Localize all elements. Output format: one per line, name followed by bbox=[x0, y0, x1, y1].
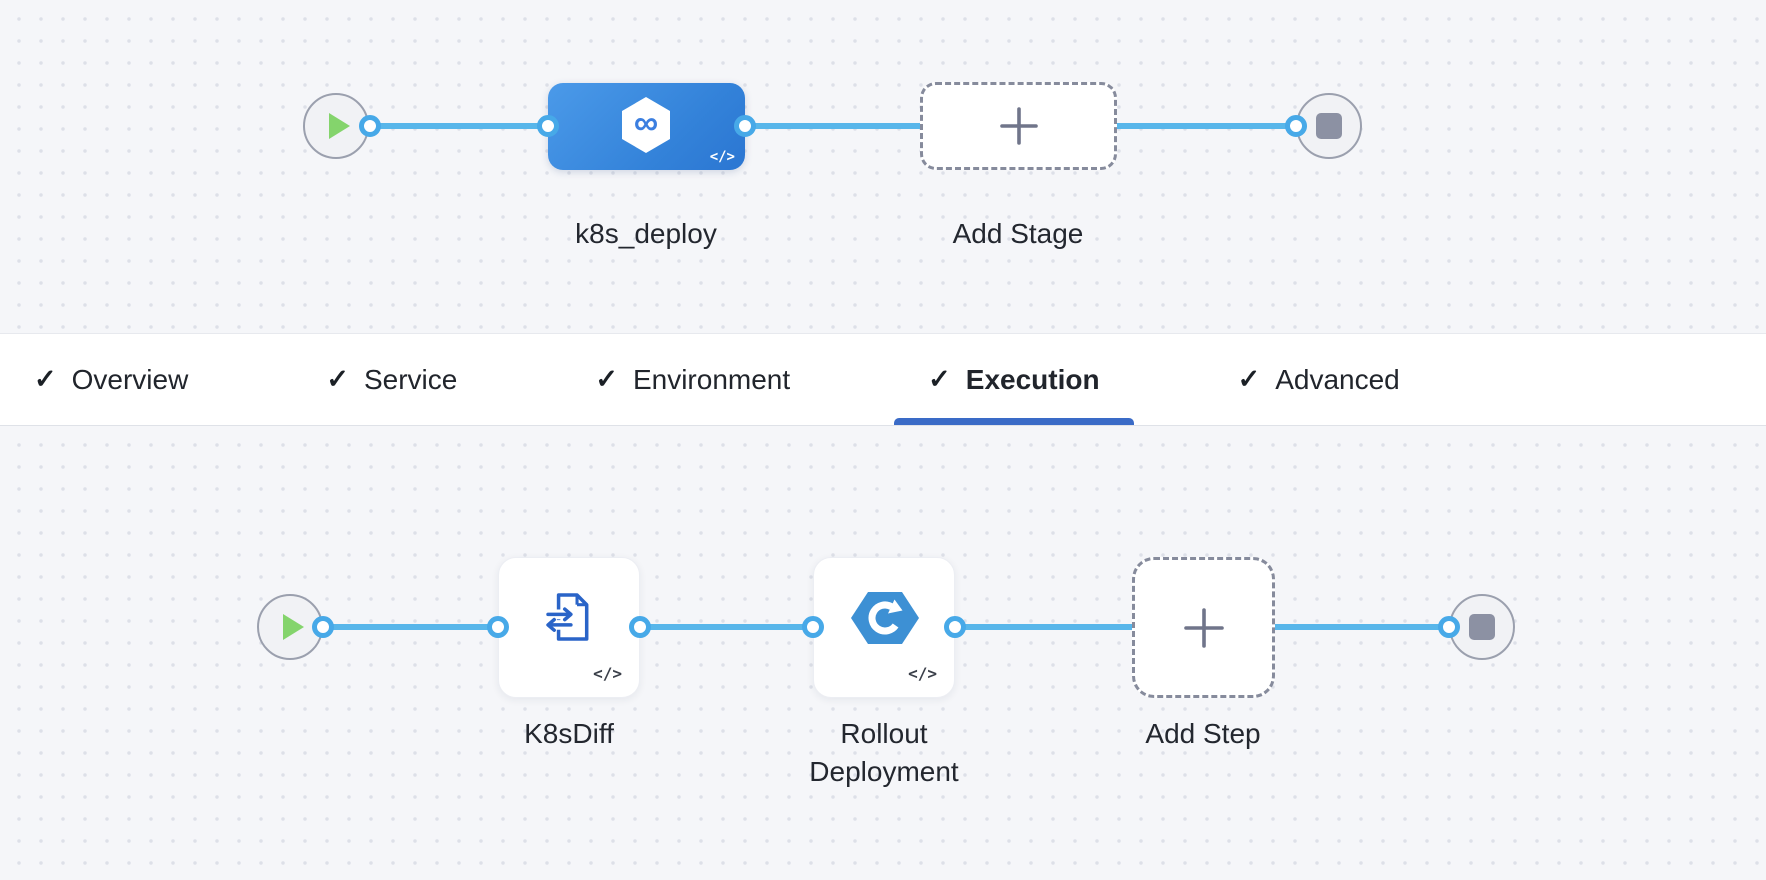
step-node-rollout-deployment[interactable]: </> bbox=[813, 557, 955, 698]
check-icon: ✓ bbox=[326, 364, 349, 394]
code-view-icon[interactable]: </> bbox=[593, 664, 622, 683]
connector-port[interactable] bbox=[802, 616, 824, 638]
tab-overview[interactable]: ✓ Overview bbox=[0, 334, 222, 425]
add-step-button[interactable] bbox=[1132, 557, 1275, 698]
tab-label: Advanced bbox=[1275, 363, 1400, 395]
stage-connector-edge bbox=[336, 123, 1329, 129]
file-diff-icon bbox=[544, 593, 589, 641]
add-stage-button[interactable] bbox=[920, 82, 1117, 170]
stage-node-k8s-deploy[interactable]: ∞ </> bbox=[548, 83, 745, 170]
play-icon bbox=[329, 113, 350, 139]
plus-icon bbox=[999, 107, 1038, 145]
connector-port[interactable] bbox=[629, 616, 651, 638]
check-icon: ✓ bbox=[595, 364, 618, 394]
stage-tabs: ✓ Overview ✓ Service ✓ Environment ✓ Exe… bbox=[0, 333, 1766, 426]
code-view-icon[interactable]: </> bbox=[908, 664, 937, 683]
tab-label: Overview bbox=[71, 363, 189, 395]
connector-port[interactable] bbox=[1285, 115, 1307, 137]
connector-port[interactable] bbox=[359, 115, 381, 137]
tab-label: Execution bbox=[965, 363, 1100, 395]
tab-environment[interactable]: ✓ Environment bbox=[561, 334, 824, 425]
tab-advanced[interactable]: ✓ Advanced bbox=[1204, 334, 1434, 425]
stop-icon bbox=[1316, 113, 1342, 139]
active-tab-indicator bbox=[894, 418, 1134, 425]
check-icon: ✓ bbox=[928, 364, 951, 394]
connector-port[interactable] bbox=[734, 115, 756, 137]
connector-port[interactable] bbox=[487, 616, 509, 638]
connector-port[interactable] bbox=[1438, 616, 1460, 638]
rollout-hexagon-icon bbox=[851, 592, 919, 644]
play-icon bbox=[283, 614, 304, 640]
add-stage-label: Add Stage bbox=[952, 218, 1084, 249]
stop-icon bbox=[1469, 614, 1495, 640]
harness-infinity-icon: ∞ bbox=[619, 96, 673, 154]
stage-graph-canvas[interactable]: ∞ </> k8s_deploy Add Stage bbox=[0, 0, 1766, 333]
connector-port[interactable] bbox=[944, 616, 966, 638]
stage-label: k8s_deploy bbox=[575, 218, 717, 249]
execution-start-node bbox=[257, 594, 323, 660]
pipeline-start-node bbox=[303, 93, 369, 159]
plus-icon bbox=[1183, 607, 1224, 648]
execution-graph-canvas[interactable]: </> </> K8sDiff Rollout Deployment Add S… bbox=[0, 426, 1766, 880]
step-label-k8sdiff: K8sDiff bbox=[524, 718, 614, 749]
tab-label: Environment bbox=[632, 363, 791, 395]
check-icon: ✓ bbox=[1237, 364, 1261, 394]
code-view-icon[interactable]: </> bbox=[709, 149, 735, 165]
step-node-k8sdiff[interactable]: </> bbox=[498, 557, 640, 698]
check-icon: ✓ bbox=[34, 364, 57, 394]
connector-port[interactable] bbox=[537, 115, 559, 137]
step-label-rollout-deployment: Rollout Deployment bbox=[809, 718, 959, 787]
add-step-label: Add Step bbox=[1145, 718, 1261, 749]
tab-label: Service bbox=[363, 363, 458, 395]
tab-execution[interactable]: ✓ Execution bbox=[894, 334, 1134, 425]
tab-service[interactable]: ✓ Service bbox=[292, 334, 491, 425]
connector-port[interactable] bbox=[312, 616, 334, 638]
